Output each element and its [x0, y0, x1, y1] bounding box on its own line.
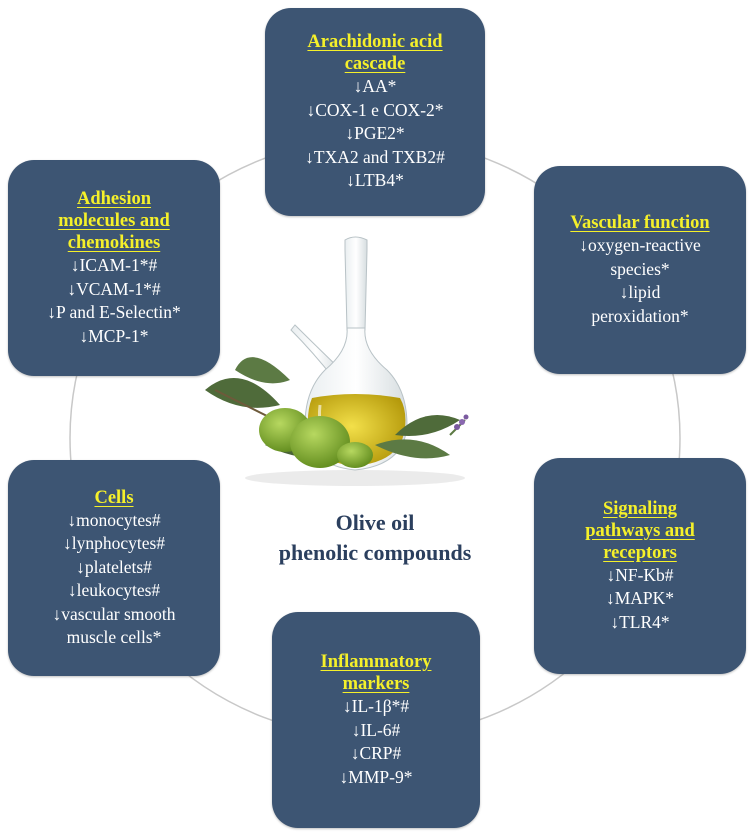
- box-title: Inflammatory: [320, 652, 432, 672]
- adhesion-molecules-box: Adhesion molecules and chemokines ↓ICAM-…: [8, 160, 220, 376]
- box-item: ↓lipid: [619, 282, 661, 302]
- box-item: ↓MAPK*: [605, 588, 675, 609]
- box-item: ↓IL-1β*#: [342, 696, 410, 716]
- olive-oil-cruet-illustration: [205, 236, 469, 486]
- box-item: ↓TXA2 and TXB2#: [305, 146, 445, 167]
- signaling-pathways-box: Signaling pathways and receptors ↓NF-Kb#…: [534, 458, 746, 674]
- box-title: pathways and: [585, 520, 695, 541]
- inflammatory-markers-box: Inflammatory markers ↓IL-1β*# ↓IL-6# ↓CR…: [272, 612, 480, 828]
- box-title: cascade: [344, 54, 406, 75]
- box-item: ↓leukocytes#: [67, 580, 161, 600]
- box-title: markers: [342, 674, 410, 694]
- center-caption: Olive oil phenolic compounds: [215, 508, 535, 568]
- box-title: receptors: [603, 542, 677, 563]
- box-item: peroxidation*: [591, 305, 689, 326]
- box-item: ↓PGE2*: [345, 123, 405, 144]
- box-item: ↓CRP#: [350, 743, 402, 763]
- box-item: ↓ICAM-1*#: [70, 255, 158, 275]
- box-title: Vascular function: [570, 213, 710, 233]
- box-item: ↓MMP-9*: [339, 766, 413, 787]
- box-item: ↓MCP-1*: [79, 325, 149, 346]
- box-item: species*: [610, 258, 670, 279]
- box-item: ↓VCAM-1*#: [67, 278, 161, 299]
- box-item: ↓LTB4*: [346, 170, 404, 191]
- box-item: ↓oxygen-reactive: [579, 235, 701, 255]
- center-caption-line: phenolic compounds: [278, 540, 472, 565]
- vascular-function-box: Vascular function ↓oxygen-reactive speci…: [534, 166, 746, 374]
- box-item: ↓IL-6#: [351, 719, 401, 740]
- box-item: ↓monocytes#: [67, 509, 161, 530]
- arachidonic-acid-box: Arachidonic acid cascade ↓AA* ↓COX-1 e C…: [265, 8, 485, 216]
- box-title: Arachidonic acid: [307, 32, 443, 53]
- cells-box: Cells ↓monocytes# ↓lynphocytes# ↓platele…: [8, 460, 220, 676]
- box-item: ↓COX-1 e COX-2*: [306, 99, 444, 120]
- box-item: ↓P and E-Selectin*: [47, 302, 181, 322]
- box-item: ↓lynphocytes#: [62, 533, 166, 553]
- box-item: ↓platelets#: [76, 556, 152, 577]
- center-caption-line: Olive oil: [335, 510, 415, 535]
- box-item: ↓AA*: [353, 76, 397, 97]
- box-item: ↓NF-Kb#: [606, 564, 674, 585]
- box-title: Adhesion: [76, 189, 152, 209]
- box-title: molecules and: [58, 211, 170, 231]
- box-title: Signaling: [602, 498, 678, 519]
- box-item: ↓vascular smooth: [52, 603, 176, 624]
- box-item: muscle cells*: [66, 627, 162, 647]
- box-title: chemokines: [67, 233, 161, 253]
- box-title: Cells: [94, 487, 134, 508]
- box-item: ↓TLR4*: [610, 611, 670, 632]
